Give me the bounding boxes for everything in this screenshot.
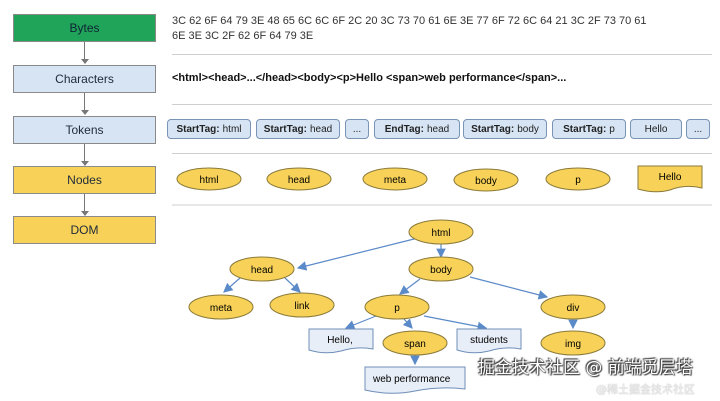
edge-head-meta [223,277,241,293]
tree-node-label: link [294,301,310,312]
node-html: html [176,167,242,191]
bytes-line-2: 6E 3E 3C 2F 62 6F 64 79 3E [172,30,314,42]
stage-label: Bytes [69,21,100,35]
node-label: body [475,176,497,187]
arrow-down-icon [81,211,89,216]
connector-line [84,144,85,164]
tree-node-link: link [269,292,335,318]
stage-tokens: Tokens [13,116,156,144]
tree-node-label: meta [210,303,233,314]
bytes-line-1: 3C 62 6F 64 79 3E 48 65 6C 6C 6F 2C 20 3… [172,15,647,27]
tree-node-html: html [408,219,474,245]
tree-node-img: img [540,330,606,356]
node-label: p [575,175,581,186]
node-body: body [453,168,519,192]
tree-node-text-students: students [456,328,522,354]
token-value: ... [693,123,703,135]
arrow-down-icon [81,161,89,166]
token-kind: StartTag: [176,123,220,135]
edge-p-hello [344,315,377,330]
tree-node-label: span [404,339,426,350]
token-value: ... [352,123,362,135]
stage-label: Nodes [67,173,102,187]
tree-node-label: head [251,265,273,276]
edge-body-div [469,276,549,300]
stage-dom: DOM [13,216,156,244]
token-chip: StartTag:html [167,119,251,139]
watermark-sub: @稀土掘金技术社区 [596,383,695,396]
edge-p-span [402,318,413,329]
tree-node-label: web performance [372,374,451,385]
tree-node-label: div [567,303,580,314]
watermark: 掘金技术社区 @ 前端觅层塔 [478,358,693,378]
tree-node-span: span [382,330,448,356]
token-chip: ... [345,119,369,139]
node-label: head [288,175,310,186]
token-chip: ... [686,119,710,139]
tree-edges [223,237,578,366]
stage-label: DOM [70,223,99,237]
stage-characters: Characters [13,65,156,93]
node-p: p [545,167,611,191]
token-value: head [309,123,333,135]
edge-html-head [296,237,419,271]
token-chip: StartTag:body [463,119,547,139]
bytes-hex-text: 3C 62 6F 64 79 3E 48 65 6C 6C 6F 2C 20 3… [172,14,712,44]
node-meta: meta [362,167,428,191]
token-chip: StartTag:p [552,119,626,139]
arrow-down-icon [81,110,89,115]
token-chip: StartTag:head [256,119,340,139]
node-label: Hello [659,172,682,183]
node-text-hello: Hello [637,165,703,193]
node-head: head [266,167,332,191]
tree-node-meta: meta [188,294,254,320]
connector-line [84,42,85,62]
token-value: body [517,123,539,135]
node-label: html [200,175,219,186]
tree-node-label: body [430,265,452,276]
stage-label: Tokens [65,123,104,137]
edge-p-students [423,315,488,332]
tree-node-label: html [432,228,451,239]
connector-line [84,194,85,214]
token-kind: EndTag: [384,123,424,135]
connector-line [84,93,85,113]
tree-node-label: Hello, [327,335,353,346]
token-kind: StartTag: [471,123,515,135]
stage-label: Characters [55,72,114,86]
token-value: html [222,123,242,135]
tree-node-p: p [364,294,430,320]
arrow-down-icon [81,59,89,64]
node-label: meta [384,175,407,186]
characters-text: <html><head>...</head><body><p>Hello <sp… [172,72,567,84]
token-value: Hello [644,123,668,135]
token-value: head [427,123,450,135]
token-kind: StartTag: [563,123,607,135]
tree-node-label: students [470,335,508,346]
tree-node-head: head [229,256,295,282]
row-divider [172,153,712,154]
tree-node-label: img [565,339,581,350]
edge-head-link [284,277,301,293]
token-chip: Hello [630,119,682,139]
stage-nodes: Nodes [13,166,156,194]
row-divider [172,54,712,55]
row-divider [172,104,712,105]
tree-node-body: body [408,256,474,282]
tree-node-text-web-performance: web performance [364,366,466,394]
stage-bytes: Bytes [13,14,156,42]
edge-body-p [399,278,421,295]
tree-node-label: p [394,303,400,314]
token-chip: EndTag:head [374,119,460,139]
token-value: p [609,123,615,135]
token-kind: StartTag: [263,123,307,135]
tree-node-text-hello: Hello, [308,328,374,354]
tree-node-div: div [540,294,606,320]
